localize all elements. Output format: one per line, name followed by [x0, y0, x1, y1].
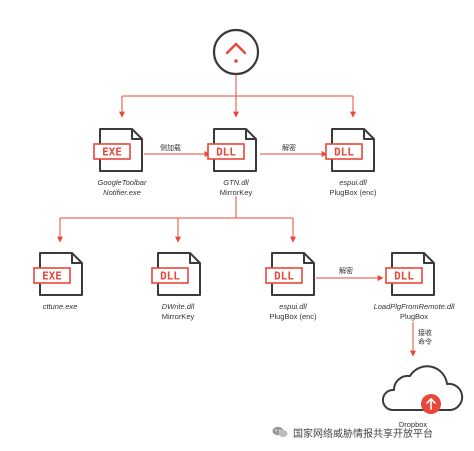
module-name: PlugBox (enc) [269, 312, 317, 321]
module-name: MirrorKey [219, 188, 253, 197]
edge-label-receive-command: 接收 命令 [418, 329, 432, 347]
badge-frame [265, 267, 303, 284]
file-name: cttune.exe [42, 302, 78, 311]
label-dwrite: DWrite.dll MirrorKey [138, 302, 218, 322]
root-node [212, 28, 260, 76]
file-badge: DLL [394, 270, 414, 283]
root-connectors [119, 74, 356, 118]
badge-frame [33, 267, 71, 284]
node-dropbox [382, 365, 464, 414]
file-name: espui.dll [279, 302, 307, 311]
file-name: GoogleToolbar [97, 178, 147, 187]
file-name-cont: Notifier.exe [103, 188, 141, 197]
service-name: Dropbox [398, 420, 428, 429]
node-gtn: DLL [207, 128, 257, 172]
root-circle [212, 28, 260, 76]
gtn-connectors [57, 196, 296, 243]
badge-frame [93, 143, 131, 160]
badge-frame [325, 143, 363, 160]
label-espui-bottom: espui.dll PlugBox (enc) [253, 302, 333, 322]
node-loadplg: DLL [385, 252, 435, 296]
file-name: LoadPlgFromRemote.dll [373, 302, 455, 311]
upload-arrow-glyph [426, 398, 436, 410]
file-name: DWrite.dll [161, 302, 195, 311]
module-name: MirrorKey [161, 312, 195, 321]
edge-label-line: 接收 [418, 329, 432, 337]
module-name: PlugBox [400, 312, 428, 321]
question-icon [225, 42, 247, 63]
edge-label-decrypt-top: 解密 [282, 144, 296, 152]
badge-frame [151, 267, 189, 284]
file-name: GTN.dll [223, 178, 249, 187]
cloud-icon [382, 365, 464, 411]
file-badge: EXE [102, 146, 122, 159]
file-badge: DLL [334, 146, 354, 159]
node-espui-top: DLL [325, 128, 375, 172]
label-espui-top: espui.dll PlugBox (enc) [313, 178, 393, 198]
edge-label-sideload: 侧加载 [160, 144, 181, 152]
badge-frame [207, 143, 245, 160]
file-badge: DLL [216, 146, 236, 159]
node-googletoolbar: EXE [93, 128, 143, 172]
label-googletoolbar: GoogleToolbar Notifier.exe [82, 178, 162, 198]
module-name: PlugBox (enc) [329, 188, 377, 197]
node-cttune: EXE [33, 252, 83, 296]
label-cttune: cttune.exe [20, 302, 100, 312]
wechat-icon [272, 426, 288, 438]
watermark-text: 国家网络威胁情报共享开放平台 [293, 428, 433, 440]
file-name: espui.dll [339, 178, 367, 187]
node-dwrite: DLL [151, 252, 201, 296]
file-badge: EXE [42, 270, 62, 283]
node-espui-bottom: DLL [265, 252, 315, 296]
label-loadplg: LoadPlgFromRemote.dll PlugBox [362, 302, 466, 322]
label-gtn: GTN.dll MirrorKey [196, 178, 276, 198]
file-badge: DLL [274, 270, 294, 283]
badge-frame [385, 267, 423, 284]
edge-label-decrypt-bottom: 解密 [339, 267, 353, 275]
watermark: 国家网络威胁情报共享开放平台 [272, 425, 433, 440]
edge-label-line: 命令 [418, 338, 432, 346]
label-dropbox: Dropbox [388, 420, 438, 430]
file-badge: DLL [160, 270, 180, 283]
